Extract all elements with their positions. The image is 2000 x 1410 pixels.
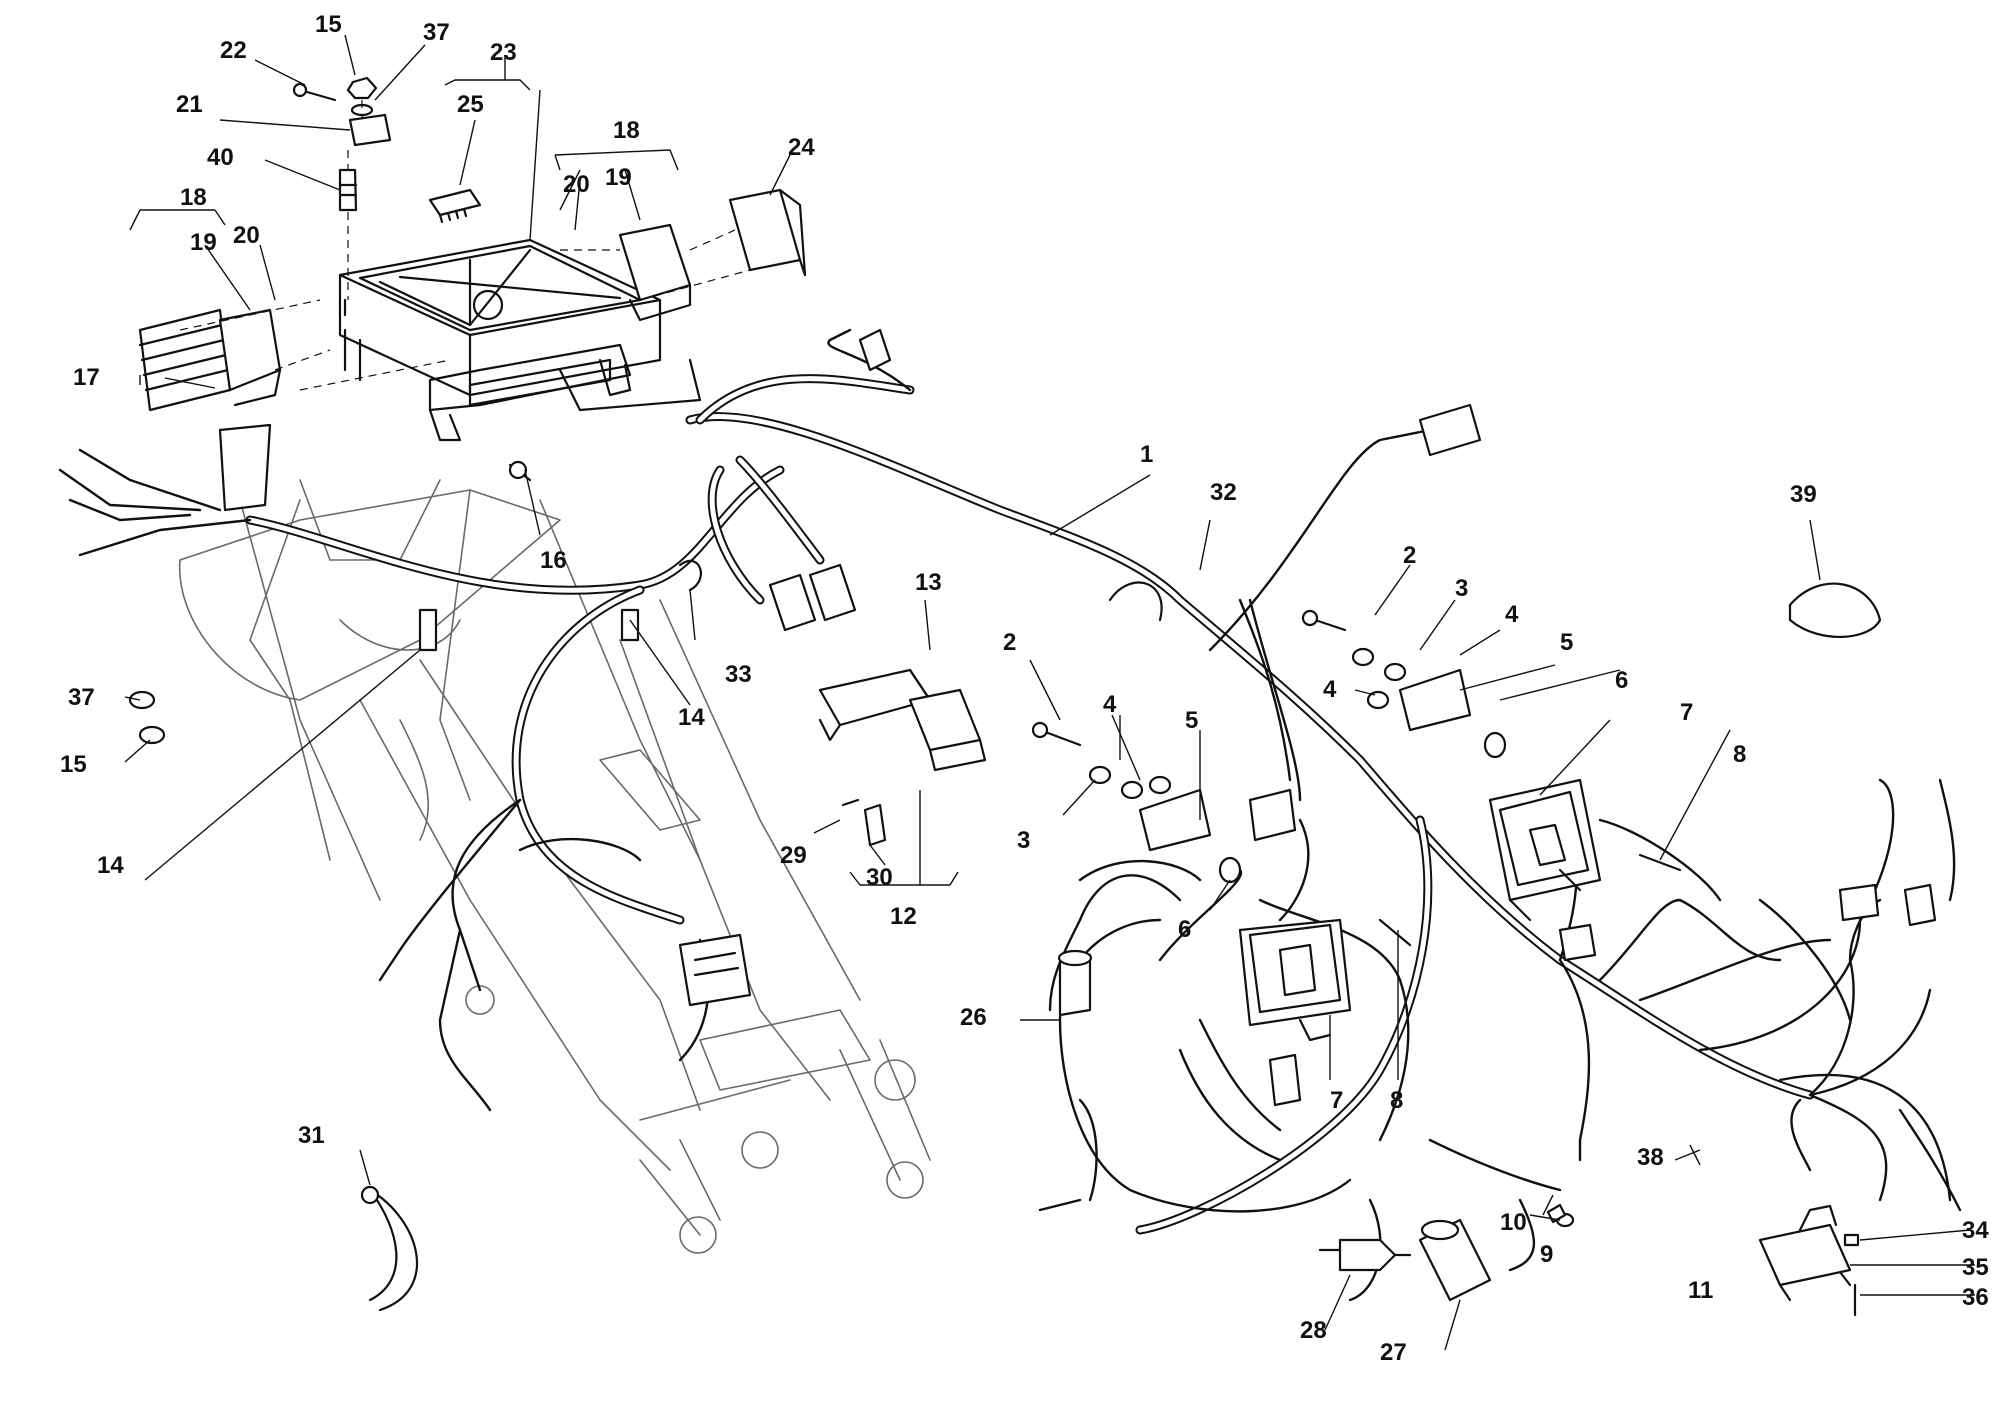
callout-24: 24 <box>788 134 815 161</box>
callout-3: 3 <box>1017 827 1030 854</box>
callout-6: 6 <box>1615 667 1628 694</box>
callout-1: 1 <box>1140 441 1153 468</box>
callout-25: 25 <box>457 91 484 118</box>
sensor-components <box>1057 949 1492 1302</box>
callout-35: 35 <box>1962 1254 1989 1281</box>
eprom-chip <box>428 188 482 224</box>
relay-holder <box>818 668 987 847</box>
ignition-coil <box>1488 778 1602 922</box>
callout-34: 34 <box>1962 1217 1989 1244</box>
callout-39: 39 <box>1790 481 1817 508</box>
pressure-sensor <box>1758 1204 1852 1302</box>
voltage-regulator <box>138 308 282 412</box>
callout-10: 10 <box>1500 1209 1527 1236</box>
callout-4: 4 <box>1505 601 1519 628</box>
callout-4: 4 <box>1323 676 1337 703</box>
callout-5: 5 <box>1185 707 1198 734</box>
cable-clamps <box>360 559 1882 1312</box>
callout-20: 20 <box>563 171 590 198</box>
callout-36: 36 <box>1962 1284 1989 1311</box>
callout-26: 26 <box>960 1004 987 1031</box>
callout-37: 37 <box>423 19 450 46</box>
callout-20: 20 <box>233 222 260 249</box>
callout-4: 4 <box>1103 691 1117 718</box>
callout-28: 28 <box>1300 1317 1327 1344</box>
callout-19: 19 <box>190 229 217 256</box>
callout-18: 18 <box>180 184 207 211</box>
callout-8: 8 <box>1733 741 1746 768</box>
branch-wires <box>58 328 1962 1302</box>
callout-9: 9 <box>1540 1241 1553 1268</box>
callout-13: 13 <box>915 569 942 596</box>
callout-22: 22 <box>220 37 247 64</box>
callout-2: 2 <box>1003 629 1016 656</box>
callout-labels: 1 2 2 3 3 4 4 4 5 5 6 6 7 7 8 8 9 10 11 … <box>60 11 1989 1366</box>
callout-leaders <box>124 34 1975 1351</box>
callout-15: 15 <box>60 751 87 778</box>
callout-3: 3 <box>1455 575 1468 602</box>
callout-33: 33 <box>725 661 752 688</box>
fasteners <box>128 460 1860 1317</box>
callout-14: 14 <box>97 852 124 879</box>
callout-7: 7 <box>1680 699 1693 726</box>
callout-17: 17 <box>73 364 100 391</box>
ignition-coil <box>1238 918 1352 1042</box>
callout-7: 7 <box>1330 1087 1343 1114</box>
callout-14: 14 <box>678 704 705 731</box>
callout-2: 2 <box>1403 542 1416 569</box>
callout-8: 8 <box>1390 1087 1403 1114</box>
callout-40: 40 <box>207 144 234 171</box>
callout-38: 38 <box>1637 1144 1664 1171</box>
callout-37: 37 <box>68 684 95 711</box>
callout-16: 16 <box>540 547 567 574</box>
callout-11: 11 <box>1688 1277 1713 1304</box>
callout-5: 5 <box>1560 629 1573 656</box>
callout-31: 31 <box>298 1122 325 1149</box>
harness-connectors <box>218 328 1937 1107</box>
mounting-plate <box>179 188 807 391</box>
callout-27: 27 <box>1380 1339 1407 1366</box>
callout-23: 23 <box>490 39 517 66</box>
ecu-bracket-hardware <box>292 76 392 300</box>
motorcycle-frame <box>178 479 931 1254</box>
callout-19: 19 <box>605 164 632 191</box>
callout-15: 15 <box>315 11 342 38</box>
callout-21: 21 <box>176 91 203 118</box>
callout-12: 12 <box>890 903 917 930</box>
callout-32: 32 <box>1210 479 1237 506</box>
callout-29: 29 <box>780 842 807 869</box>
callout-18: 18 <box>613 117 640 144</box>
callout-30: 30 <box>866 864 893 891</box>
callout-6: 6 <box>1178 916 1191 943</box>
